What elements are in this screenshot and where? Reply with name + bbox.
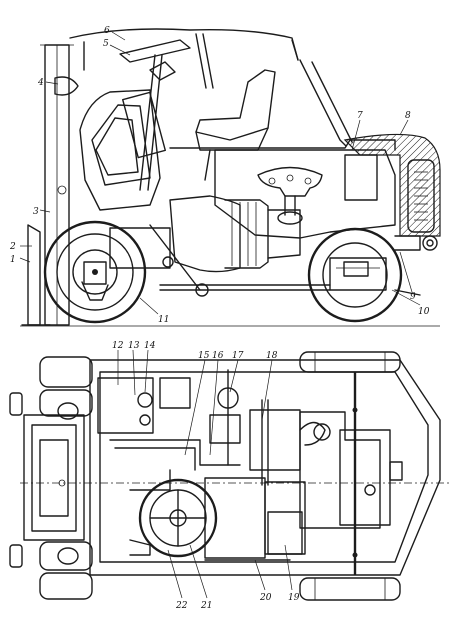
rear-tires (299, 351, 401, 601)
callout-17: 17 (232, 351, 244, 361)
callout-13: 13 (128, 341, 140, 351)
clutch-housing (169, 195, 241, 273)
gearbox (249, 409, 301, 471)
callout-11: 11 (158, 315, 169, 325)
drive-axle-housing (109, 227, 171, 269)
rear-wheel (307, 227, 403, 323)
fuel-tank (97, 377, 154, 434)
callout-10: 10 (418, 307, 430, 317)
radiator-grille (407, 159, 435, 233)
exhaust-manifold (257, 166, 323, 197)
callout-20: 20 (259, 593, 272, 603)
callout-21: 21 (200, 601, 212, 611)
front-body (79, 89, 161, 211)
overhead-guard (69, 28, 299, 61)
side-view-callouts: 1 2 3 4 5 6 7 8 9 10 11 (9, 26, 430, 325)
drive-unit (204, 477, 266, 559)
callout-1: 1 (10, 255, 16, 265)
side-elevation-view (19, 28, 441, 327)
callout-16: 16 (212, 351, 224, 361)
mast-plan (23, 414, 85, 541)
callout-4: 4 (37, 78, 44, 88)
callout-14: 14 (144, 341, 156, 351)
plan-view-callouts: 12 13 14 15 16 17 18 19 20 21 22 (112, 341, 300, 611)
callout-7: 7 (357, 111, 363, 121)
front-wheel (43, 220, 147, 324)
callout-6: 6 (104, 26, 110, 36)
callout-15: 15 (198, 351, 210, 361)
callout-3: 3 (33, 207, 39, 217)
callout-18: 18 (266, 351, 278, 361)
callout-9: 9 (410, 292, 416, 302)
guard-rear-post (299, 59, 347, 147)
callout-5: 5 (103, 39, 109, 49)
hydraulic-line (109, 439, 241, 466)
callout-22: 22 (175, 601, 188, 611)
air-cleaner (344, 154, 378, 201)
callout-2: 2 (9, 242, 16, 252)
fork (27, 224, 41, 326)
headlamp (54, 76, 79, 96)
steering-wheel (119, 39, 191, 63)
towing-pin (422, 235, 438, 251)
callout-19: 19 (288, 593, 300, 603)
steering-column (139, 54, 156, 191)
front-tires (9, 356, 93, 600)
engine-plan (299, 411, 381, 529)
operator-seat (195, 69, 276, 141)
flywheel-plan (138, 478, 218, 558)
plan-view (9, 349, 450, 601)
steer-axle (329, 257, 387, 291)
engine-block (214, 149, 396, 239)
callout-12: 12 (112, 341, 124, 351)
callout-8: 8 (405, 111, 411, 121)
